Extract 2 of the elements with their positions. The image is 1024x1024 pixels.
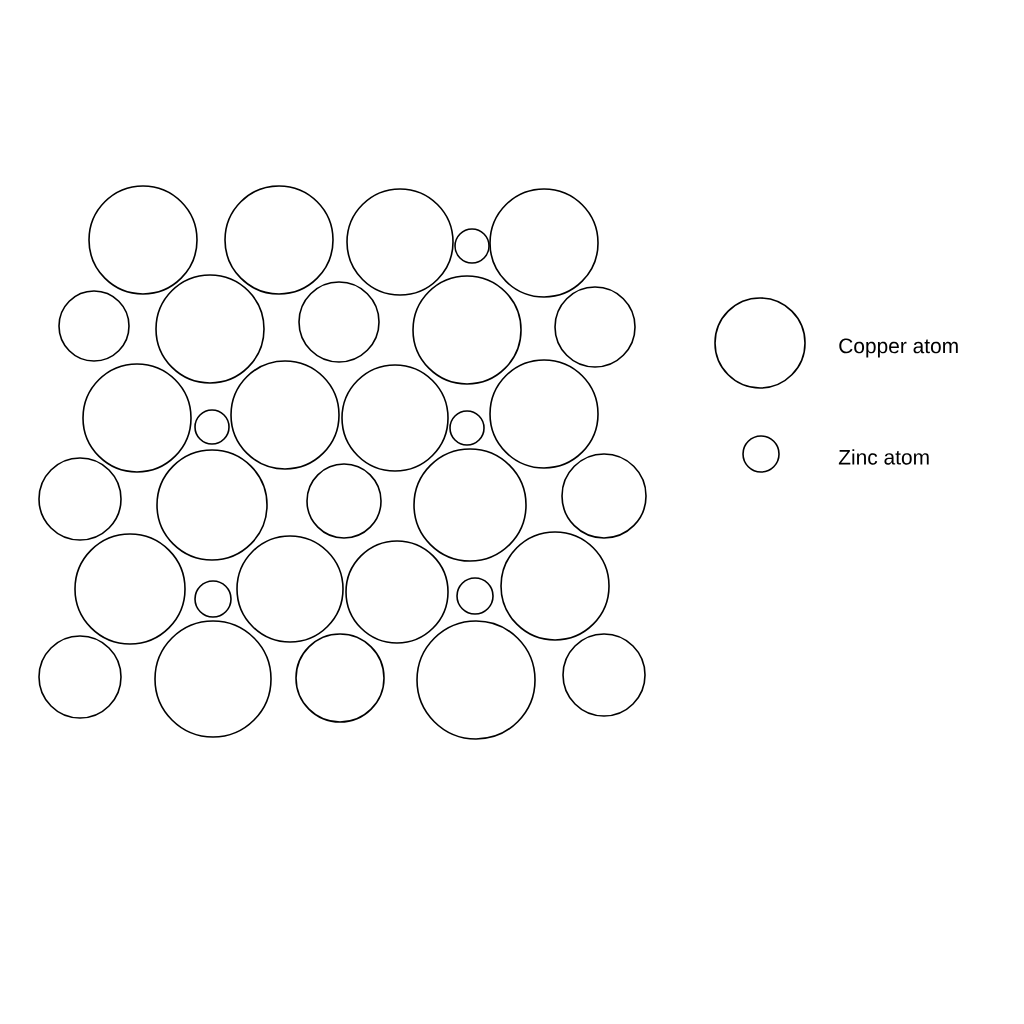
legend-label: Copper atom	[839, 338, 958, 358]
legend-label: Zinc atom	[838, 449, 929, 465]
